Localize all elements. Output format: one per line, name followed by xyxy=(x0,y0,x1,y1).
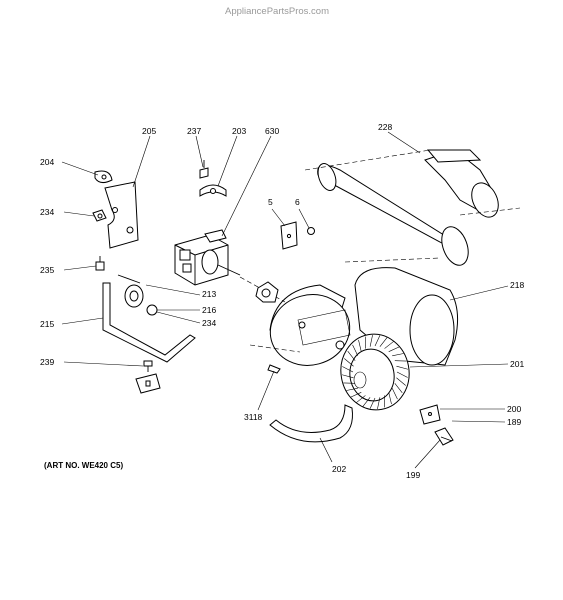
label-218: 218 xyxy=(510,280,524,290)
part-204-clip[interactable] xyxy=(94,170,113,184)
part-216-pulley-washer[interactable] xyxy=(146,304,158,316)
watermark-text: AppliancePartsPros.com xyxy=(225,6,329,17)
label-215: 215 xyxy=(40,319,54,329)
blower-fin xyxy=(344,358,354,367)
label-6: 6 xyxy=(295,197,300,207)
part-215-drive-belt[interactable] xyxy=(102,282,196,363)
part-200-clip[interactable] xyxy=(419,404,441,425)
blower-fin xyxy=(369,335,373,347)
label-200: 200 xyxy=(507,404,521,414)
blower-fin xyxy=(374,335,381,347)
blower-fin xyxy=(346,387,358,391)
blower-fin xyxy=(396,365,408,370)
label-213: 213 xyxy=(202,289,216,299)
label-3118: 3118 xyxy=(244,412,263,422)
part-218-blower-housing[interactable] xyxy=(249,267,459,375)
blower-fin xyxy=(342,374,354,379)
blower-fin xyxy=(356,395,366,403)
part-motor-coupling[interactable] xyxy=(255,281,279,303)
label-201: 201 xyxy=(510,359,524,369)
label-216: 216 xyxy=(202,305,216,315)
part-5-bracket[interactable] xyxy=(280,221,298,250)
label-203: 203 xyxy=(232,126,246,136)
blower-fin xyxy=(388,346,400,352)
label-234-upper: 234 xyxy=(40,207,54,217)
part-205-idler-bracket[interactable] xyxy=(104,181,139,249)
blower-fin xyxy=(396,371,408,378)
part-237-screw[interactable] xyxy=(199,160,209,179)
label-204: 204 xyxy=(40,157,54,167)
blower-fin xyxy=(342,366,354,373)
part-labels: 204 205 237 203 630 228 234 5 6 235 213 … xyxy=(40,122,524,480)
part-3118-screw[interactable] xyxy=(267,364,281,374)
blower-fin xyxy=(392,353,404,357)
blower-fin xyxy=(358,339,362,352)
part-630-drive-motor[interactable] xyxy=(174,229,286,303)
blower-fin xyxy=(394,383,403,394)
label-228: 228 xyxy=(378,122,392,132)
part-201-blower-wheel[interactable] xyxy=(335,329,415,416)
label-205: 205 xyxy=(142,126,156,136)
part-239-screw[interactable] xyxy=(143,360,153,372)
part-202-blower-seal[interactable] xyxy=(269,404,353,443)
part-228-exhaust-duct[interactable] xyxy=(304,149,521,269)
blower-fin xyxy=(347,350,356,361)
part-203-clamp[interactable] xyxy=(199,184,227,197)
blower-fin xyxy=(369,397,376,409)
label-239: 239 xyxy=(40,357,54,367)
part-234-nut-upper[interactable] xyxy=(92,209,107,222)
label-199: 199 xyxy=(406,470,420,480)
blower-fin xyxy=(384,341,394,349)
label-189: 189 xyxy=(507,417,521,427)
part-idler-block[interactable] xyxy=(135,373,161,394)
label-237: 237 xyxy=(187,126,201,136)
label-234-lower: 234 xyxy=(202,318,216,328)
label-5: 5 xyxy=(268,197,273,207)
label-630: 630 xyxy=(265,126,279,136)
blower-fin xyxy=(362,397,371,407)
label-202: 202 xyxy=(332,464,346,474)
part-235-screw[interactable] xyxy=(95,256,105,271)
blower-fin xyxy=(396,377,406,386)
part-6-screw[interactable] xyxy=(307,227,315,235)
art-number: (ART NO. WE420 C5) xyxy=(44,461,123,470)
blower-fin xyxy=(379,337,388,347)
part-213-idler-pulley[interactable] xyxy=(117,274,144,308)
leader-lines xyxy=(61,131,509,469)
blower-fin xyxy=(352,344,359,356)
part-199-bolt[interactable] xyxy=(434,427,454,446)
blower-fin xyxy=(388,392,392,405)
blower-fin xyxy=(350,392,362,398)
blower-fin xyxy=(391,388,398,400)
blower-fin xyxy=(377,397,381,409)
label-235: 235 xyxy=(40,265,54,275)
